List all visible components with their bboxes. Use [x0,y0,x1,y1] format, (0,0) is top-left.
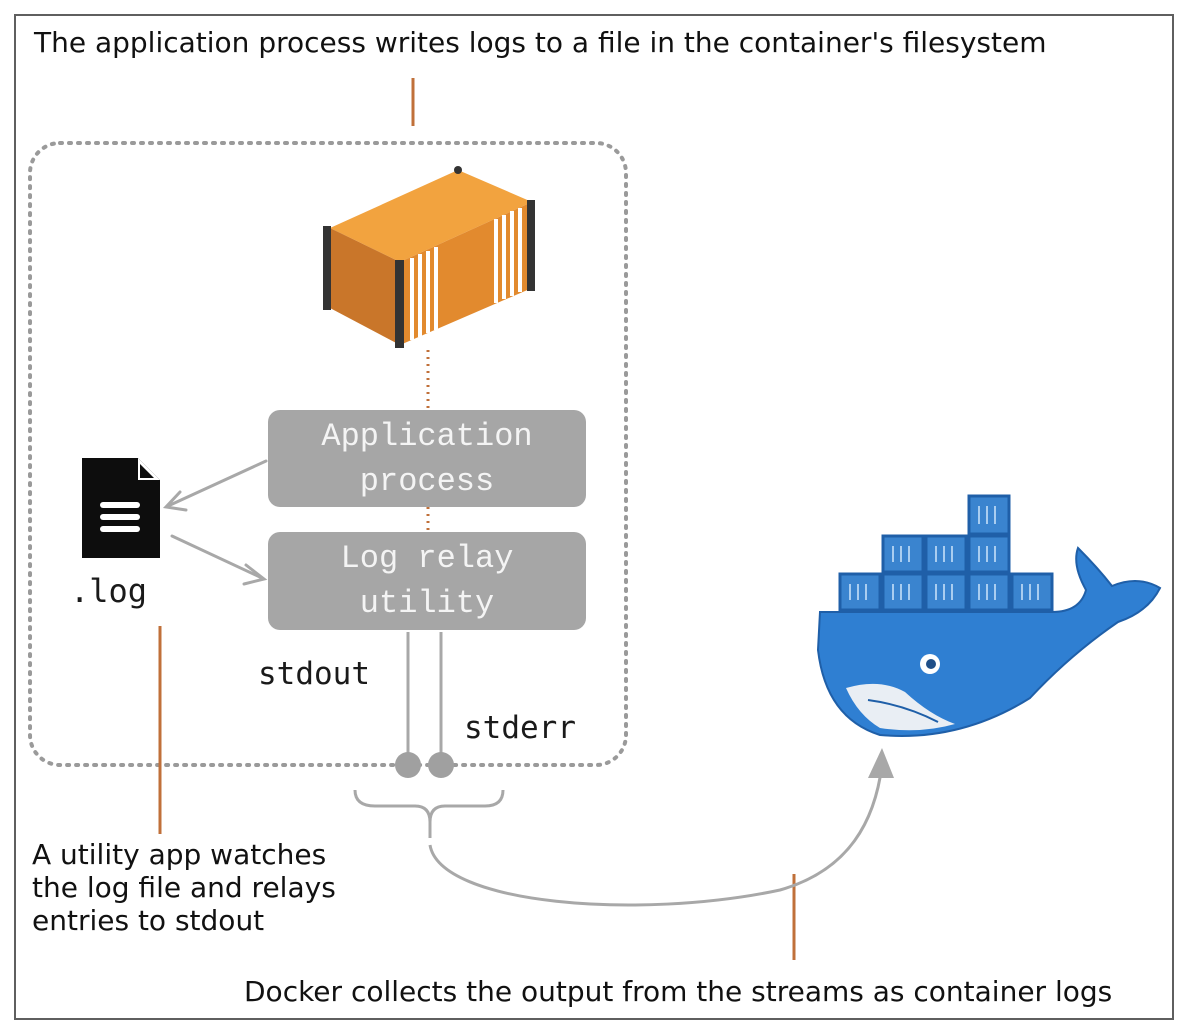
file-document-icon [82,458,160,558]
stderr-port [428,752,454,778]
streams-brace [353,789,505,838]
stdout-port [395,752,421,778]
file-to-relay-arrow [170,534,264,580]
bottom-caption: Docker collects the output from the stre… [244,975,1113,1008]
process-to-file-arrow [166,459,268,508]
application-process-box: Application process [268,410,586,507]
left-caption-line: the log file and relays [32,871,336,904]
log-relay-label-line2: utility [359,585,495,622]
stdout-label: stdout [258,656,370,692]
top-caption: The application process writes logs to a… [34,26,1047,59]
left-caption-line: entries to stdout [32,904,265,937]
application-process-label-line1: Application [321,417,533,455]
log-file-label: .log [70,572,148,610]
container-boundary [28,141,628,767]
shipping-container-icon [323,166,535,348]
docker-whale-icon [816,494,1162,737]
log-relay-utility-box: Log relay utility [268,532,586,630]
log-relay-label-line1: Log relay [340,540,514,577]
left-caption: A utility app watches the log file and r… [32,838,392,937]
stderr-label: stderr [464,710,576,746]
application-process-label-line2: process [359,462,495,500]
left-caption-line: A utility app watches [32,838,327,871]
streams-to-docker-arrow [428,764,884,907]
